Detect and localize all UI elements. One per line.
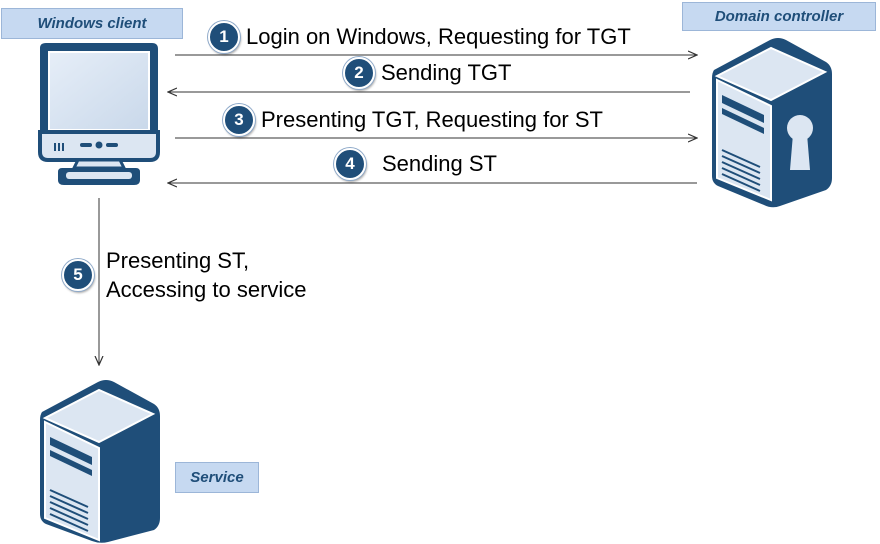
step-2-number-badge: 2 <box>343 57 375 89</box>
server-icon <box>40 380 160 543</box>
step-4-number-badge: 4 <box>334 148 366 180</box>
step-5-text: Presenting ST, Accessing to service <box>106 246 307 304</box>
step-5-line-2: Accessing to service <box>106 277 307 302</box>
service-label: Service <box>175 462 259 493</box>
step-4: 4 Sending ST <box>334 147 497 181</box>
step-5-line-1: Presenting ST, <box>106 248 250 273</box>
step-2-text: Sending TGT <box>381 60 512 85</box>
step-5: 5 Presenting ST, Accessing to service <box>62 248 307 302</box>
monitor-icon <box>38 43 160 185</box>
step-1-text: Login on Windows, Requesting for TGT <box>246 24 631 49</box>
step-5-number-badge: 5 <box>62 259 94 291</box>
step-3-text: Presenting TGT, Requesting for ST <box>261 107 603 132</box>
step-3: 3 Presenting TGT, Requesting for ST <box>223 103 603 137</box>
windows-client-label: Windows client <box>1 8 183 39</box>
step-4-text: Sending ST <box>382 151 497 176</box>
step-3-number-badge: 3 <box>223 104 255 136</box>
step-1: 1 Login on Windows, Requesting for TGT <box>208 20 631 54</box>
step-1-number-badge: 1 <box>208 21 240 53</box>
server-lock-icon <box>712 38 832 208</box>
step-2: 2 Sending TGT <box>343 56 511 90</box>
domain-controller-label: Domain controller <box>682 2 876 31</box>
